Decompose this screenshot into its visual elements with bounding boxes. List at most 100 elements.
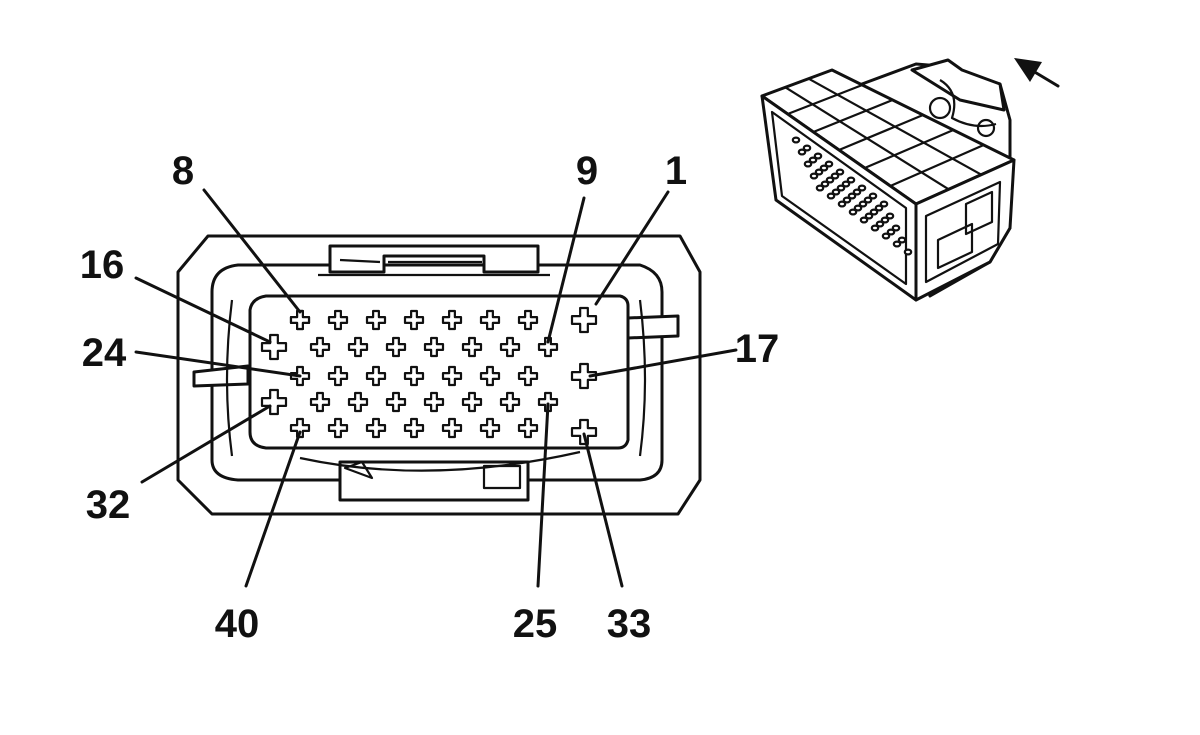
pin-hole-3d bbox=[852, 188, 862, 196]
leader-16 bbox=[134, 276, 272, 344]
pin-hole-3d bbox=[825, 176, 835, 184]
pin-hole-3d bbox=[819, 164, 829, 172]
pin-hole-3d bbox=[886, 228, 896, 236]
pin-cavity bbox=[327, 365, 349, 387]
pin-hole-3d bbox=[802, 144, 812, 152]
pin-hole-3d bbox=[891, 224, 901, 232]
pin-cavity bbox=[461, 336, 483, 358]
pin-insert bbox=[248, 294, 630, 450]
pin-hole-3d bbox=[846, 176, 856, 184]
pin-face-3d bbox=[791, 136, 913, 256]
pin-hole-3d bbox=[803, 160, 813, 168]
pin-hole-3d bbox=[842, 196, 852, 204]
pin-cavity bbox=[403, 365, 425, 387]
label-pin-8: 8 bbox=[172, 149, 194, 193]
pin-cavity bbox=[365, 365, 387, 387]
pin-hole-3d bbox=[874, 204, 884, 212]
pin-hole-3d bbox=[831, 188, 841, 196]
pin-hole-3d bbox=[858, 200, 868, 208]
pin-cavity bbox=[260, 388, 288, 416]
view-direction-arrow-icon bbox=[1014, 58, 1060, 88]
pin-hole-3d bbox=[863, 196, 873, 204]
pin-cavity bbox=[517, 417, 539, 439]
leader-25 bbox=[536, 402, 550, 588]
lattice-bar bbox=[889, 143, 985, 188]
label-pin-9: 9 bbox=[576, 149, 598, 193]
pin-hole-3d bbox=[837, 200, 847, 208]
pin-cavity bbox=[327, 309, 349, 331]
lattice-bar bbox=[784, 86, 950, 191]
pin-cavity bbox=[499, 391, 521, 413]
pin-hole-3d bbox=[815, 184, 825, 192]
label-pin-25: 25 bbox=[513, 602, 558, 646]
pin-hole-3d bbox=[879, 200, 889, 208]
pin-cavity bbox=[441, 309, 463, 331]
bottom-latch bbox=[338, 460, 530, 502]
pin-cavity bbox=[479, 365, 501, 387]
pin-cavity bbox=[517, 309, 539, 331]
pin-cavity bbox=[423, 336, 445, 358]
label-pin-33: 33 bbox=[607, 602, 652, 646]
pin-cavity bbox=[537, 391, 559, 413]
pin-hole-3d bbox=[820, 180, 830, 188]
leader-9 bbox=[546, 196, 586, 344]
pin-hole-3d bbox=[824, 160, 834, 168]
pin-hole-3d bbox=[892, 240, 902, 248]
pin-hole-3d bbox=[797, 148, 807, 156]
label-pin-17: 17 bbox=[735, 327, 780, 371]
pin-hole-3d bbox=[897, 236, 907, 244]
pin-cavity bbox=[441, 417, 463, 439]
pin-hole-3d bbox=[857, 184, 867, 192]
leader-1 bbox=[594, 190, 670, 306]
pin-cavity bbox=[385, 391, 407, 413]
pin-cavity bbox=[309, 391, 331, 413]
pin-hole-3d bbox=[841, 180, 851, 188]
pin-hole-3d bbox=[830, 172, 840, 180]
pin-hole-3d bbox=[826, 192, 836, 200]
pin-hole-3d bbox=[835, 168, 845, 176]
lattice-grid bbox=[784, 77, 985, 191]
pin-hole-3d bbox=[859, 216, 869, 224]
pin-cavities bbox=[260, 306, 598, 446]
pin-cavity bbox=[385, 336, 407, 358]
leader-33 bbox=[582, 432, 624, 588]
pin-labels: 8 9 1 16 24 17 32 40 25 33 bbox=[80, 149, 780, 646]
pin-hole-3d bbox=[868, 192, 878, 200]
label-pin-40: 40 bbox=[215, 602, 260, 646]
pin-cavity bbox=[570, 306, 598, 334]
connector-3d-view-icon bbox=[760, 58, 1016, 302]
lattice-bar bbox=[787, 83, 863, 116]
pin-hole-3d bbox=[870, 224, 880, 232]
pin-hole-3d bbox=[809, 172, 819, 180]
pin-hole-3d bbox=[791, 136, 801, 144]
pin-cavity bbox=[479, 417, 501, 439]
label-pin-16: 16 bbox=[80, 243, 125, 287]
pin-hole-3d bbox=[875, 220, 885, 228]
pin-cavity bbox=[479, 309, 501, 331]
pin-cavity bbox=[403, 417, 425, 439]
pin-hole-3d bbox=[853, 204, 863, 212]
pin-cavity bbox=[365, 309, 387, 331]
lattice-bar bbox=[812, 98, 894, 134]
pin-cavity bbox=[260, 333, 288, 361]
pin-cavity bbox=[309, 336, 331, 358]
pin-cavity bbox=[289, 309, 311, 331]
lattice-bar bbox=[838, 113, 924, 152]
lattice-bar bbox=[864, 128, 954, 170]
pin-hole-3d bbox=[836, 184, 846, 192]
pin-cavity bbox=[403, 309, 425, 331]
pin-cavity bbox=[537, 336, 559, 358]
pin-hole-3d bbox=[880, 216, 890, 224]
pin-hole-3d bbox=[847, 192, 857, 200]
pin-hole-3d bbox=[881, 232, 891, 240]
pin-cavity bbox=[461, 391, 483, 413]
pin-hole-3d bbox=[813, 152, 823, 160]
label-pin-1: 1 bbox=[665, 149, 687, 193]
connector-face bbox=[176, 234, 702, 516]
leader-8 bbox=[202, 188, 302, 314]
pin-cavity bbox=[289, 417, 311, 439]
leader-32 bbox=[140, 404, 272, 484]
pin-cavity bbox=[423, 391, 445, 413]
pin-cavity bbox=[517, 365, 539, 387]
